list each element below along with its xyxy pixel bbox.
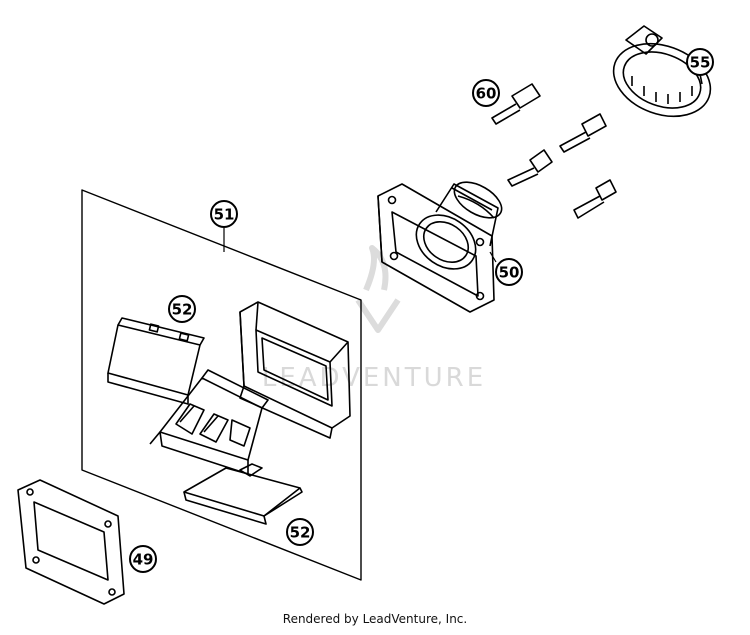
bolt-3 xyxy=(507,149,553,187)
callout-52-lower-label: 52 xyxy=(290,524,311,542)
callout-50-label: 50 xyxy=(499,264,520,282)
watermark-logo-icon xyxy=(355,245,401,333)
callout-50: 50 xyxy=(495,258,523,286)
part-reed-block xyxy=(149,369,269,475)
part-hose-clamp xyxy=(612,25,712,118)
bolt-2 xyxy=(559,113,607,153)
callout-60: 60 xyxy=(472,79,500,107)
callout-52-upper-label: 52 xyxy=(172,301,193,319)
watermark: LEADVENTURE xyxy=(262,245,486,393)
part-gasket xyxy=(17,479,125,605)
bolt-4 xyxy=(573,179,617,219)
part-bolts xyxy=(491,83,617,219)
kit-panel xyxy=(81,189,362,581)
callout-51: 51 xyxy=(210,200,238,228)
callout-52-lower: 52 xyxy=(286,518,314,546)
bolt-1 xyxy=(491,83,541,125)
callout-52-upper: 52 xyxy=(168,295,196,323)
callout-55-label: 55 xyxy=(690,54,711,72)
watermark-text: LEADVENTURE xyxy=(262,363,486,393)
callout-49: 49 xyxy=(129,545,157,573)
callout-55: 55 xyxy=(686,48,714,76)
callout-60-label: 60 xyxy=(476,85,497,103)
part-intake-manifold xyxy=(377,181,503,313)
part-reed-petal-upper xyxy=(107,317,205,405)
part-reed-frame xyxy=(239,301,351,439)
footer-credit: Rendered by LeadVenture, Inc. xyxy=(282,612,468,626)
callout-49-label: 49 xyxy=(133,551,154,569)
part-reed-petal-lower xyxy=(183,463,303,525)
callout-51-label: 51 xyxy=(214,206,235,224)
